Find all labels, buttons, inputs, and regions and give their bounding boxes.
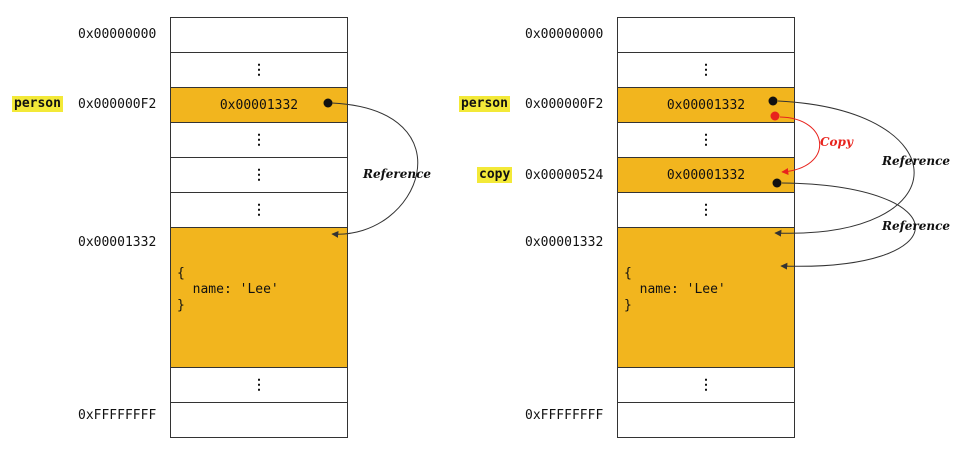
memory-cell-bottom — [170, 402, 348, 438]
memory-cell-gap: ⋮ — [170, 157, 348, 193]
address-label-object: 0x00001332 — [525, 235, 604, 250]
copy-origin-dot — [770, 111, 780, 121]
address-label-object: 0x00001332 — [78, 235, 157, 250]
address-label-bottom: 0xFFFFFFFF — [78, 408, 157, 423]
pointer-dot-copy — [772, 178, 782, 188]
variable-label-person: person — [459, 96, 510, 112]
copy-label: Copy — [820, 135, 854, 149]
address-label-top: 0x00000000 — [525, 27, 604, 42]
left-diagram: 0x00000000 person 0x000000F2 0x00001332 … — [0, 0, 470, 454]
address-label-person: 0x000000F2 — [525, 97, 604, 112]
memory-cell-gap: ⋮ — [617, 192, 795, 228]
address-label-top: 0x00000000 — [78, 27, 157, 42]
memory-cell-gap: ⋮ — [617, 367, 795, 403]
address-label-person: 0x000000F2 — [78, 97, 157, 112]
memory-cell-gap: ⋮ — [617, 52, 795, 88]
reference-label: Reference — [362, 167, 431, 181]
pointer-dot-person — [768, 96, 778, 106]
reference-label-person: Reference — [881, 154, 950, 168]
variable-label-copy: copy — [477, 167, 513, 183]
reference-arrow-copy — [780, 182, 916, 270]
object-literal: { name: 'Lee' } — [177, 266, 279, 313]
object-literal: { name: 'Lee' } — [624, 266, 726, 313]
memory-cell-person: 0x00001332 — [170, 87, 348, 123]
reference-label-copy: Reference — [881, 219, 950, 233]
reference-arrow-person — [774, 100, 915, 237]
memory-cell-object: { name: 'Lee' } — [617, 227, 795, 368]
memory-cell-bottom — [617, 402, 795, 438]
address-label-copy: 0x00000524 — [525, 168, 604, 183]
memory-cell-object: { name: 'Lee' } — [170, 227, 348, 368]
pointer-dot-person — [323, 98, 333, 108]
memory-cell-gap: ⋮ — [170, 192, 348, 228]
right-diagram: 0x00000000 person 0x000000F2 copy 0x0000… — [447, 0, 917, 454]
address-label-bottom: 0xFFFFFFFF — [525, 408, 604, 423]
copy-arrow — [779, 116, 821, 176]
reference-arrow — [331, 102, 419, 238]
variable-label-person: person — [12, 96, 63, 112]
